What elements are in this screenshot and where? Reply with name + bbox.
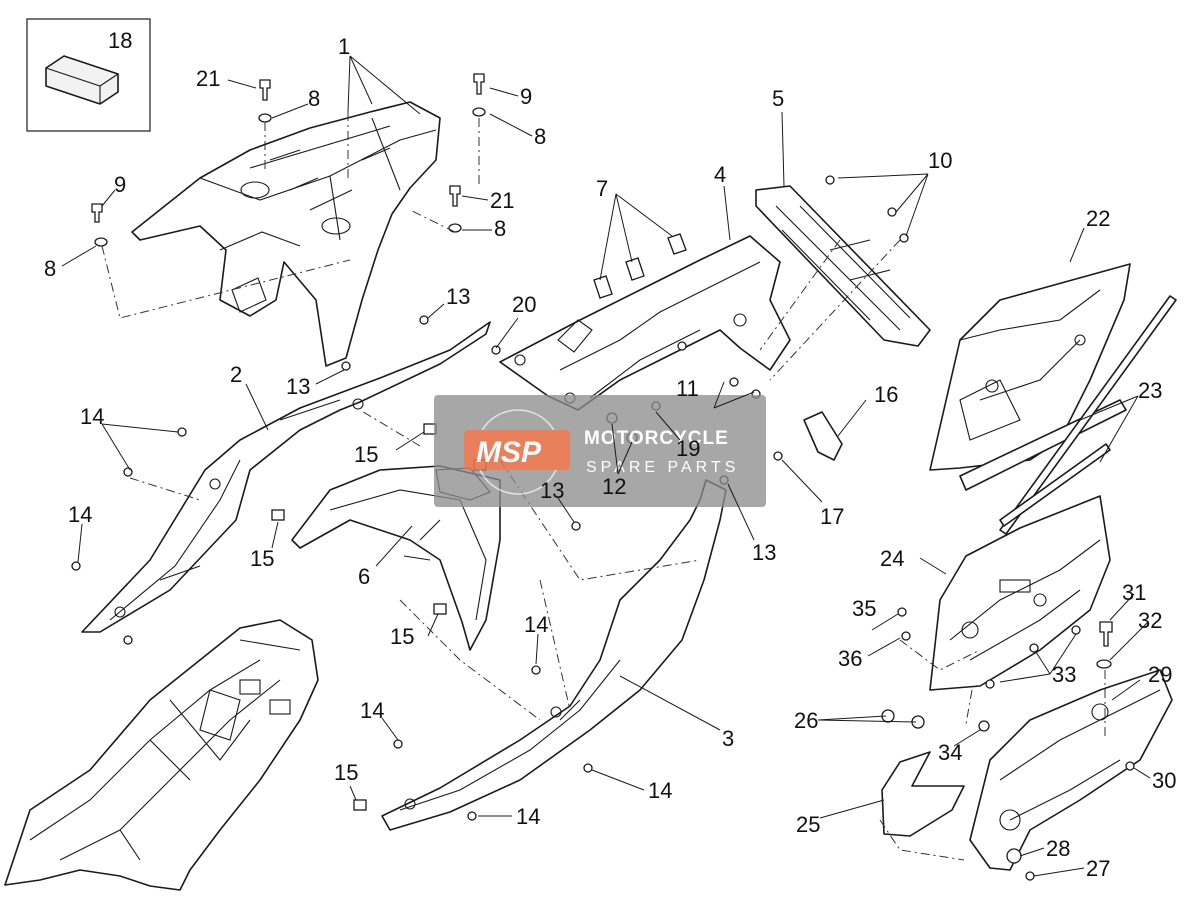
callout-31: 31 bbox=[1122, 580, 1146, 605]
callout-23: 23 bbox=[1138, 378, 1162, 403]
callout-21b: 21 bbox=[490, 188, 514, 213]
callout-13c: 13 bbox=[540, 478, 564, 503]
part-25-strip bbox=[881, 751, 965, 837]
callout-29: 29 bbox=[1148, 662, 1172, 687]
callout-14d: 14 bbox=[360, 698, 384, 723]
callout-15a: 15 bbox=[354, 442, 378, 467]
callout-7: 7 bbox=[596, 176, 608, 201]
callout-13a: 13 bbox=[446, 284, 470, 309]
callout-8b: 8 bbox=[534, 124, 546, 149]
callout-25: 25 bbox=[796, 812, 820, 837]
callout-2: 2 bbox=[230, 362, 242, 387]
callout-5: 5 bbox=[772, 86, 784, 111]
callout-9b: 9 bbox=[114, 172, 126, 197]
callout-21a: 21 bbox=[196, 66, 220, 91]
part-2-side-rail bbox=[81, 321, 491, 633]
callout-27: 27 bbox=[1086, 856, 1110, 881]
part-5-plate-holder bbox=[755, 185, 931, 347]
callout-11: 11 bbox=[676, 376, 699, 401]
part-24-seat-base bbox=[929, 495, 1111, 691]
callout-1: 1 bbox=[338, 34, 350, 59]
part-1-rack bbox=[131, 101, 441, 367]
part-16-bracket bbox=[803, 411, 843, 461]
watermark: MSP MOTORCYCLE SPARE PARTS bbox=[434, 395, 766, 507]
callout-8c: 8 bbox=[44, 256, 56, 281]
callout-33: 33 bbox=[1052, 662, 1076, 687]
callout-13b: 13 bbox=[286, 374, 310, 399]
callout-12: 12 bbox=[602, 474, 626, 499]
callout-20: 20 bbox=[512, 292, 536, 317]
callout-26: 26 bbox=[794, 708, 818, 733]
part-18-inset bbox=[26, 18, 151, 132]
callout-28: 28 bbox=[1046, 836, 1070, 861]
callouts: 1 2 3 4 5 6 7 8 8 8 8 9 9 10 11 12 13 13… bbox=[44, 28, 1176, 881]
callout-6: 6 bbox=[358, 564, 370, 589]
callout-8a: 8 bbox=[308, 86, 320, 111]
callout-16: 16 bbox=[874, 382, 898, 407]
callout-17: 17 bbox=[820, 504, 844, 529]
callout-14a: 14 bbox=[80, 404, 104, 429]
part-4-bracket bbox=[499, 235, 791, 411]
callout-14f: 14 bbox=[516, 804, 540, 829]
watermark-logo: MSP bbox=[476, 436, 542, 469]
callout-14b: 14 bbox=[68, 502, 92, 527]
callout-34: 34 bbox=[938, 740, 962, 765]
callout-9a: 9 bbox=[520, 84, 532, 109]
part-29-tail-unit bbox=[969, 669, 1173, 871]
callout-35: 35 bbox=[852, 596, 876, 621]
part-22-tail-cover bbox=[929, 263, 1131, 471]
callout-15c: 15 bbox=[390, 624, 414, 649]
frame bbox=[4, 619, 319, 891]
callout-14c: 14 bbox=[524, 612, 548, 637]
leader-lines bbox=[61, 55, 1151, 877]
callout-4: 4 bbox=[714, 162, 726, 187]
callout-19: 19 bbox=[676, 436, 700, 461]
callout-10: 10 bbox=[928, 148, 952, 173]
callout-36: 36 bbox=[838, 646, 862, 671]
watermark-line2: SPARE PARTS bbox=[586, 459, 739, 476]
callout-30: 30 bbox=[1152, 768, 1176, 793]
watermark-line1: MOTORCYCLE bbox=[584, 428, 729, 449]
callout-13d: 13 bbox=[752, 540, 776, 565]
callout-22: 22 bbox=[1086, 206, 1110, 231]
callout-14e: 14 bbox=[648, 778, 672, 803]
callout-15d: 15 bbox=[334, 760, 358, 785]
callout-24: 24 bbox=[880, 546, 904, 571]
assembly-lines bbox=[101, 112, 1106, 861]
callout-15b: 15 bbox=[250, 546, 274, 571]
callout-3: 3 bbox=[722, 726, 734, 751]
callout-8d: 8 bbox=[494, 216, 506, 241]
callout-18: 18 bbox=[108, 28, 132, 53]
callout-32: 32 bbox=[1138, 608, 1162, 633]
part-23-trims bbox=[959, 295, 1177, 535]
